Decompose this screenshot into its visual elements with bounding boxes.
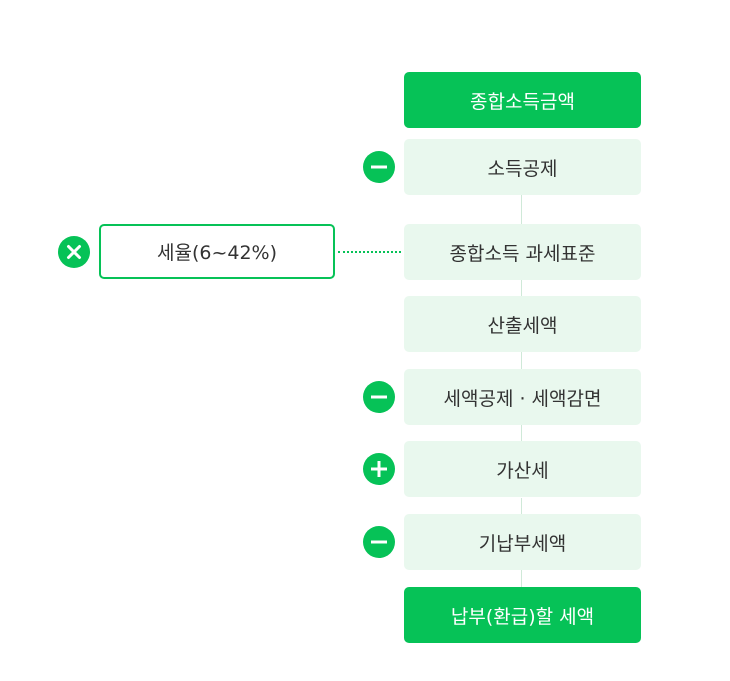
calculated-tax-box: 산출세액 xyxy=(404,296,641,352)
minus-icon xyxy=(363,151,395,183)
connector-line xyxy=(521,498,522,514)
plus-icon xyxy=(363,453,395,485)
connector-line xyxy=(521,352,522,369)
prepaid-tax-box: 기납부세액 xyxy=(404,514,641,570)
gross-income-box: 종합소득금액 xyxy=(404,72,641,128)
tax-credit-reduction-box: 세액공제 · 세액감면 xyxy=(404,369,641,425)
minus-icon xyxy=(363,526,395,558)
connector-line xyxy=(521,280,522,296)
tax-rate-box: 세율(6~42%) xyxy=(99,224,335,279)
connector-line xyxy=(521,570,522,587)
minus-icon xyxy=(363,381,395,413)
income-deduction-box: 소득공제 xyxy=(404,139,641,195)
tax-base-box: 종합소득 과세표준 xyxy=(404,224,641,280)
additional-tax-box: 가산세 xyxy=(404,441,641,497)
dotted-connector xyxy=(338,251,401,253)
final-tax-box: 납부(환급)할 세액 xyxy=(404,587,641,643)
connector-line xyxy=(521,425,522,441)
connector-line xyxy=(521,195,522,224)
multiply-icon xyxy=(58,236,90,268)
